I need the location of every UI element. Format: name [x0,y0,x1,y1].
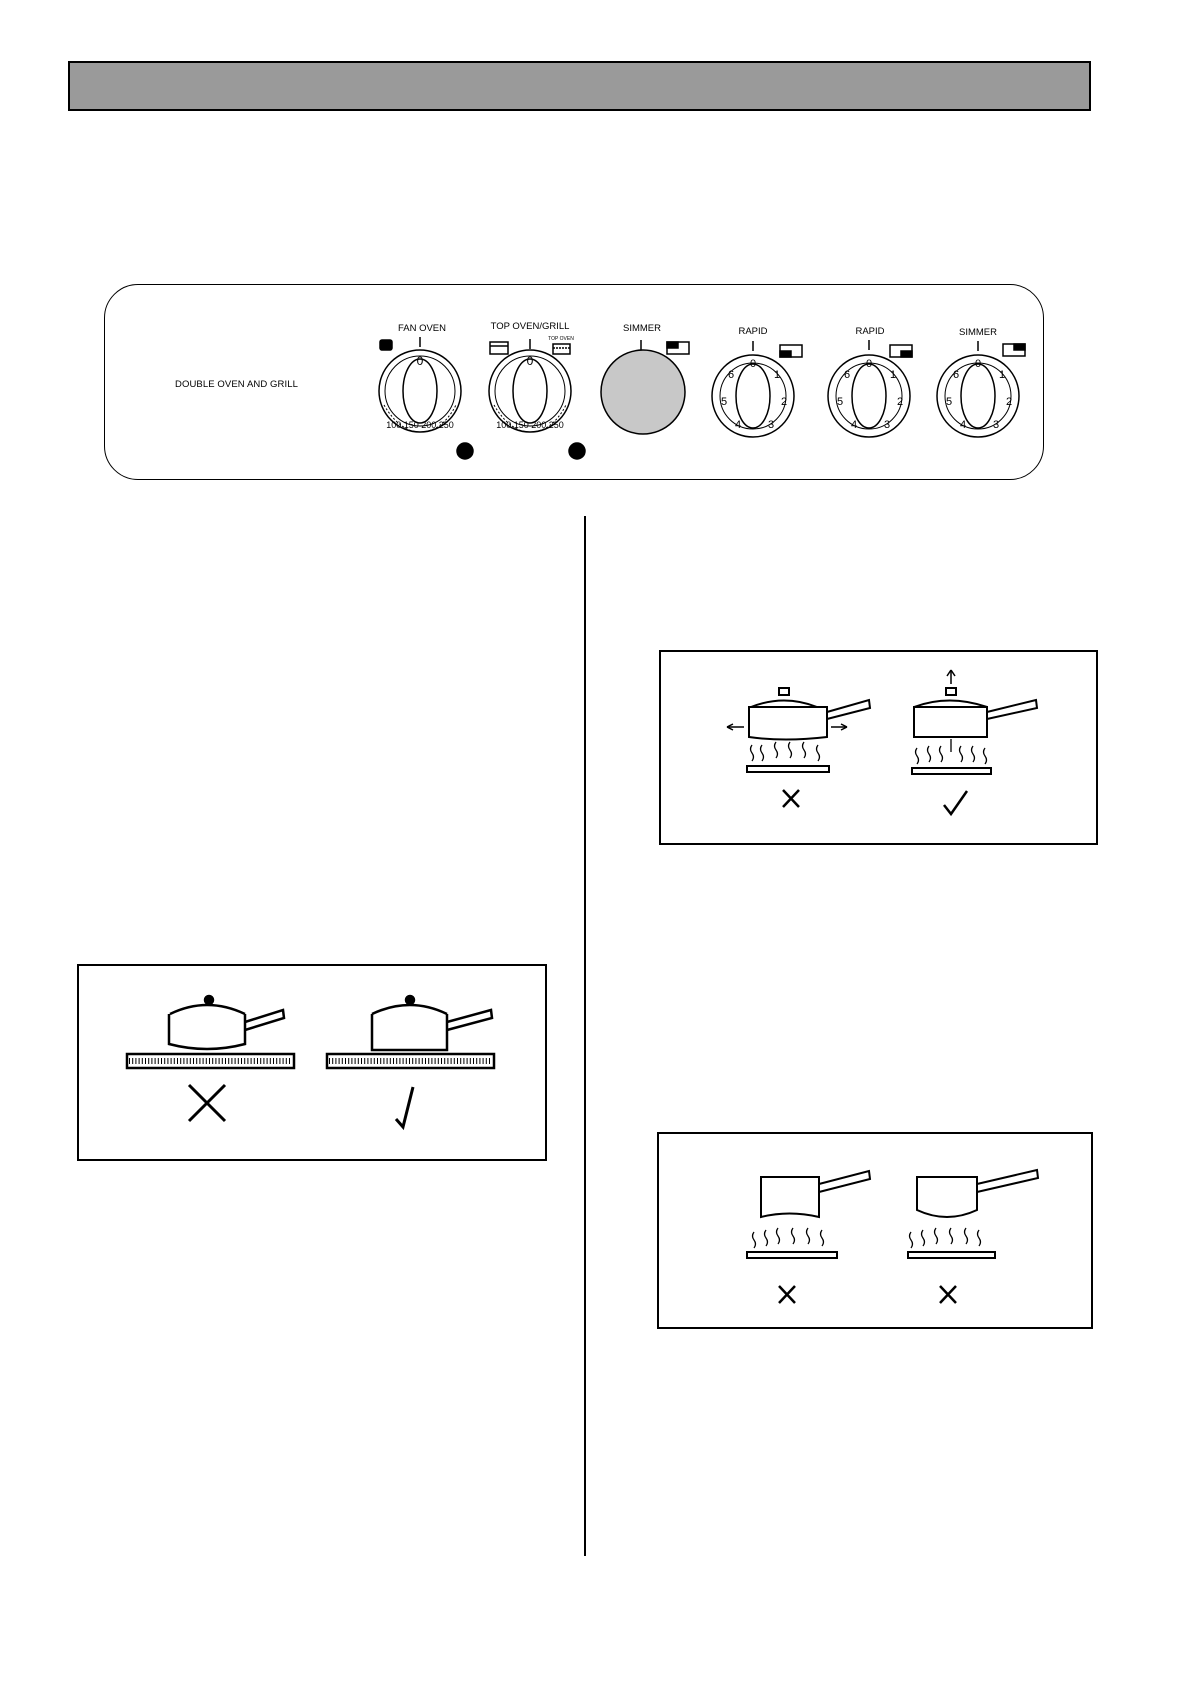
svg-text:4: 4 [960,419,966,431]
svg-text:0: 0 [975,358,981,370]
svg-text:5: 5 [946,396,952,408]
svg-text:1: 1 [774,369,780,381]
svg-text:2: 2 [1006,396,1012,408]
simmer-knob-1[interactable] [601,340,689,434]
svg-text:5: 5 [837,396,843,408]
fan-oven-knob[interactable]: 0 [379,337,461,432]
rapid-knob-1[interactable] [712,341,802,437]
indicator-light-left [457,443,473,459]
deformed-pans-illustration [657,1132,1093,1329]
svg-text:3: 3 [993,419,999,431]
column-divider [584,516,586,1556]
simmer-knob-2[interactable] [937,341,1025,437]
svg-text:4: 4 [735,419,741,431]
rapid-knob-2[interactable] [828,340,912,437]
svg-text:0: 0 [527,354,534,368]
svg-text:100 150 200 250: 100 150 200 250 [386,420,454,430]
svg-text:6: 6 [953,369,959,381]
svg-text:1: 1 [999,369,1005,381]
svg-text:1: 1 [890,369,896,381]
svg-text:100 150 200 250: 100 150 200 250 [496,420,564,430]
top-oven-grill-knob[interactable]: 0 [489,339,571,432]
svg-text:3: 3 [884,419,890,431]
svg-text:4: 4 [851,419,857,431]
pan-heat-spread-illustration [659,650,1098,845]
flat-bottom-pans-illustration [77,964,547,1161]
control-knobs-drawing: 0 0 [0,0,1191,520]
indicator-light-right [569,443,585,459]
svg-text:0: 0 [417,354,424,368]
svg-text:TOP OVEN: TOP OVEN [548,336,574,342]
svg-text:3: 3 [768,419,774,431]
svg-text:6: 6 [728,369,734,381]
svg-text:2: 2 [897,396,903,408]
svg-text:2: 2 [781,396,787,408]
svg-text:6: 6 [844,369,850,381]
svg-text:0: 0 [750,358,756,370]
svg-text:5: 5 [721,396,727,408]
svg-text:0: 0 [866,358,872,370]
